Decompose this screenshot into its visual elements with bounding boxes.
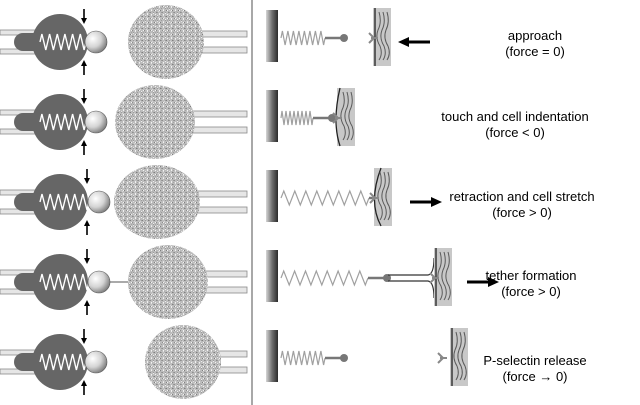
cytoskeleton-patch-icon [434,248,452,306]
cytoskeleton-filament [461,331,467,381]
direction-arrow-icon [81,338,87,344]
bead-icon [87,190,111,214]
bead-icon [84,30,108,54]
caption-approach: approach (force = 0) [455,28,615,60]
cytoskeleton-patch-icon [450,328,468,386]
selectin-tip-icon [340,354,348,362]
right-row-touch [266,87,355,147]
ligand-fork-icon [369,192,379,204]
cytoskeleton-filament [441,251,447,301]
spring-icon [280,269,369,287]
cytoskeleton-filament [385,171,391,221]
spring-icon [280,30,326,46]
cytoskeleton-patch-icon [373,8,391,66]
ligand-fork-icon [429,272,439,284]
cytoskeleton-patch-icon [374,168,392,226]
selectin-tip-icon [383,274,391,282]
spring-icon [39,33,87,51]
caption-retraction-title: retraction and cell stretch [449,189,595,204]
right-column [266,8,499,386]
direction-arrow-icon [81,380,87,386]
cytoskeleton-filament [344,91,350,141]
direction-arrow-icon [84,178,90,184]
cell-texture-overlay [128,245,208,319]
cytoskeleton-filament [453,331,459,381]
bead-icon [87,270,111,294]
wall-icon [266,250,278,302]
caption-touch-title: touch and cell indentation [441,109,589,124]
tether-icon [388,280,435,299]
caption-release-title: P-selectin release [483,353,587,368]
left-row-approach [0,5,248,79]
direction-arrow-icon [84,220,90,226]
caption-touch-force: (force < 0) [485,125,545,140]
bead-icon [84,110,108,134]
cytoskeleton-filament [380,11,386,61]
caption-approach-title: approach [507,28,563,43]
caption-retraction-force: (force > 0) [492,205,552,220]
cytoskeleton-filament [348,91,354,141]
left-row-retraction [0,165,248,239]
spring-icon [39,113,87,131]
right-row-approach [266,8,430,66]
selectin-tip-icon [340,34,348,42]
caption-approach-force: (force = 0) [505,44,565,59]
wall-icon [266,330,278,382]
tether-icon [388,257,435,276]
direction-arrow-icon [81,140,87,146]
caption-retraction: retraction and cell stretch (force > 0) [407,189,637,221]
direction-arrow-icon [81,18,87,24]
cytoskeleton-filament [384,11,390,61]
left-column [0,5,248,399]
cytoskeleton-filament [381,171,387,221]
spring-icon [280,110,314,126]
cytoskeleton-patch-icon [337,88,355,146]
direction-arrow-icon [84,258,90,264]
selectin-tip-icon [328,114,336,122]
caption-tether: tether formation (force > 0) [466,268,596,300]
ligand-fork-icon [368,32,378,44]
caption-tether-force: (force > 0) [501,284,561,299]
instrument-body [32,14,88,70]
spring-icon [39,273,90,291]
ligand-fork-icon [437,352,447,364]
cytoskeleton-filament [445,251,451,301]
right-row-release [266,328,468,386]
wall-icon [266,90,278,142]
caption-touch: touch and cell indentation (force < 0) [400,109,630,141]
spring-icon [280,189,370,207]
instrument-body [32,94,88,150]
cytoskeleton-filament [457,331,463,381]
cell-texture-overlay [145,325,221,399]
left-row-tether [0,245,248,319]
direction-arrow-icon [81,98,87,104]
direction-arrow-icon [84,300,90,306]
wall-icon [266,170,278,222]
left-row-touch [0,85,248,159]
direction-arrow-icon [81,60,87,66]
force-arrow-icon [431,197,442,207]
bead-icon [84,350,108,374]
force-arrow-icon [398,37,409,47]
spring-icon [280,350,326,366]
right-row-retraction [266,167,442,227]
cell-texture-overlay [115,85,195,159]
cell-texture-overlay [114,165,200,239]
caption-release: P-selectin release (force → 0) [460,353,610,385]
instrument-body [32,334,88,390]
left-row-release [0,325,248,399]
cell-texture-overlay [128,5,204,79]
right-row-tether [266,248,499,306]
ligand-fork-icon [332,112,342,124]
caption-tether-title: tether formation [485,268,577,283]
force-arrow-icon [488,277,499,287]
spring-icon [39,353,87,371]
spring-icon [39,193,90,211]
wall-icon [266,10,278,62]
caption-release-force: (force → 0) [502,369,568,384]
